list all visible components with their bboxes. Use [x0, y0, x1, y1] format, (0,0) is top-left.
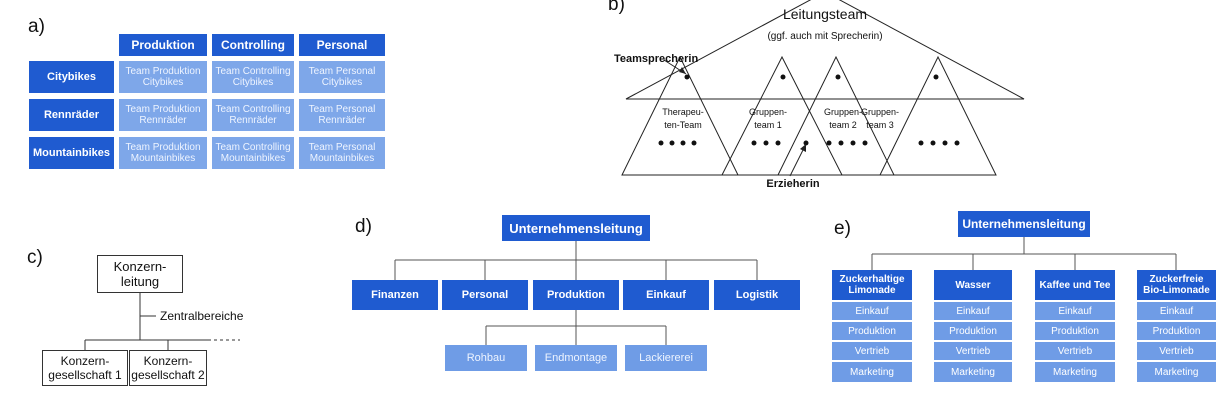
matrix-column-header: Produktion [119, 34, 207, 56]
matrix-cell: Team Controlling Rennräder [212, 99, 294, 131]
division-function: Marketing [934, 362, 1012, 382]
matrix-cell: Team Personal Rennräder [299, 99, 385, 131]
matrix-row-header: Citybikes [29, 61, 114, 93]
matrix-row-header: Rennräder [29, 99, 114, 131]
division-box: Wasser [934, 270, 1012, 300]
division-box: Zuckerfreie Bio-Limonade [1137, 270, 1216, 300]
matrix-cell: Team Controlling Mountainbikes [212, 137, 294, 169]
panel-d-label: d) [355, 216, 372, 237]
department-box: Logistik [714, 280, 800, 310]
division-function: Produktion [1035, 322, 1115, 340]
konzerngesellschaft-2-box: Konzern- gesellschaft 2 [129, 350, 207, 386]
speaker-dot [780, 74, 786, 80]
division-function: Vertrieb [1137, 342, 1216, 360]
matrix-cell: Team Controlling Citybikes [212, 61, 294, 93]
department-box: Finanzen [352, 280, 438, 310]
panel-e-label: e) [834, 218, 851, 239]
team-label: Therapeu-ten-Team [662, 107, 704, 130]
matrix-cell: Team Produktion Rennräder [119, 99, 207, 131]
d-unternehmensleitung-box: Unternehmensleitung [502, 215, 650, 241]
panel-c-label: c) [27, 247, 43, 268]
speaker-dot [835, 74, 841, 80]
division-function: Marketing [1137, 362, 1216, 382]
division-function: Produktion [832, 322, 912, 340]
production-unit-box: Rohbau [445, 345, 527, 371]
leitungsteam-triangle [625, 0, 1025, 100]
matrix-cell: Team Produktion Citybikes [119, 61, 207, 93]
member-dots [658, 140, 960, 146]
team-label: Gruppen-team 1 [749, 107, 787, 130]
matrix-cell: Team Personal Mountainbikes [299, 137, 385, 169]
matrix-cell: Team Personal Citybikes [299, 61, 385, 93]
gruppenteam-2-triangle [777, 55, 895, 176]
erzieherin-arrow [789, 145, 806, 177]
division-function: Einkauf [934, 302, 1012, 320]
matrix-column-header: Controlling [212, 34, 294, 56]
zentralbereiche-label: Zentralbereiche [160, 309, 244, 323]
matrix-row-header: Mountainbikes [29, 137, 114, 169]
team-label: Gruppen-team 2 [824, 107, 862, 130]
division-function: Vertrieb [934, 342, 1012, 360]
matrix-cell: Team Produktion Mountainbikes [119, 137, 207, 169]
speaker-dot [684, 74, 690, 80]
division-function: Marketing [1035, 362, 1115, 382]
department-box: Einkauf [623, 280, 709, 310]
gruppenteam-3-triangle [879, 55, 997, 176]
division-function: Einkauf [832, 302, 912, 320]
division-function: Produktion [1137, 322, 1216, 340]
division-box: Zuckerhaltige Limonade [832, 270, 912, 300]
division-function: Einkauf [1137, 302, 1216, 320]
leitungsteam-title: Leitungsteam [783, 6, 867, 22]
department-box: Personal [442, 280, 528, 310]
division-function: Marketing [832, 362, 912, 382]
division-function: Produktion [934, 322, 1012, 340]
division-function: Vertrieb [832, 342, 912, 360]
production-unit-box: Lackiererei [625, 345, 707, 371]
e-unternehmensleitung-box: Unternehmensleitung [958, 211, 1090, 237]
panel-a-label: a) [28, 16, 45, 37]
therapeuten-team-triangle [621, 55, 739, 176]
leitungsteam-subtitle: (ggf. auch mit Sprecherin) [767, 31, 882, 42]
panel-b-label: b) [608, 0, 625, 15]
teamsprecherin-label: Teamsprecherin [614, 53, 698, 65]
matrix-column-header: Personal [299, 34, 385, 56]
division-function: Vertrieb [1035, 342, 1115, 360]
department-box: Produktion [533, 280, 619, 310]
team-label: Gruppen-team 3 [861, 107, 899, 130]
speaker-dot [933, 74, 939, 80]
division-box: Kaffee und Tee [1035, 270, 1115, 300]
erzieherin-label: Erzieherin [766, 178, 819, 190]
division-function: Einkauf [1035, 302, 1115, 320]
konzernleitung-box: Konzern- leitung [97, 255, 183, 293]
konzerngesellschaft-1-box: Konzern- gesellschaft 1 [42, 350, 128, 386]
production-unit-box: Endmontage [535, 345, 617, 371]
